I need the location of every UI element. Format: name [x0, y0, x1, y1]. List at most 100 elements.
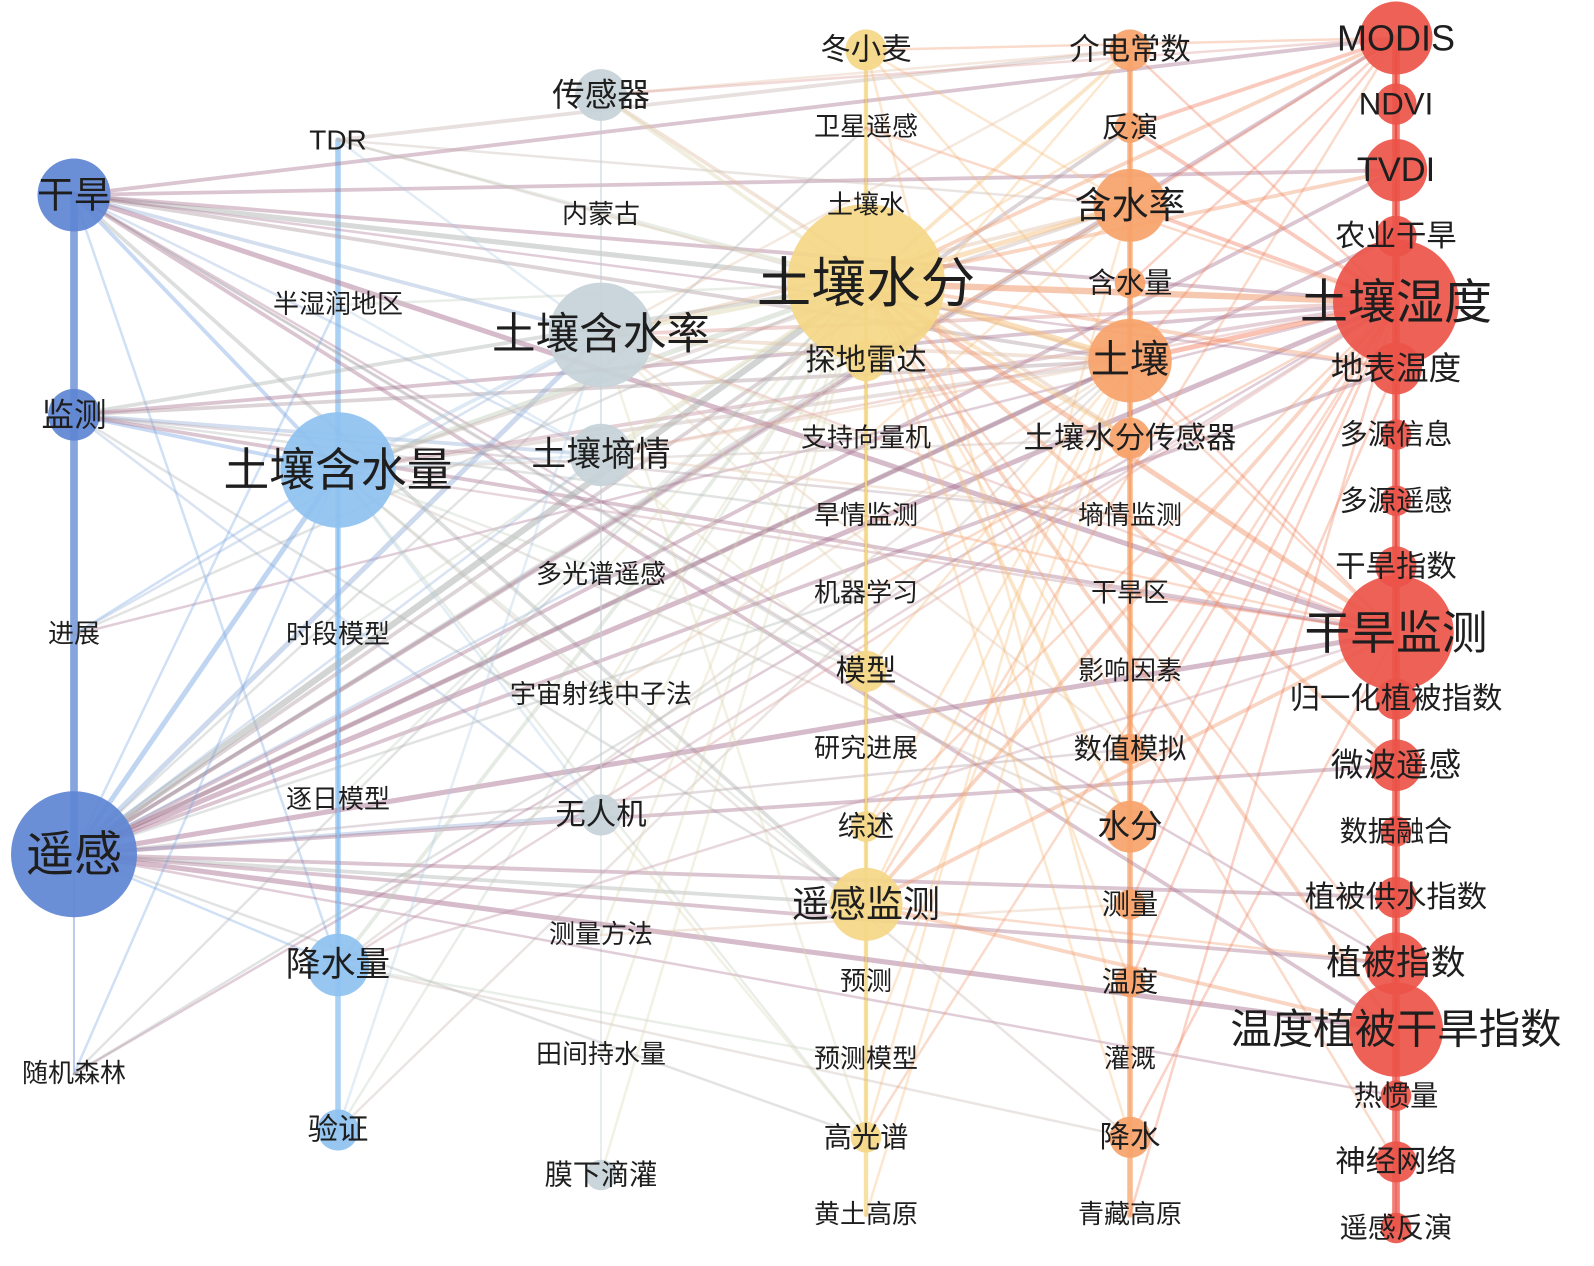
node-c5-7[interactable]	[1380, 485, 1412, 517]
link-c2-3-c5-4	[599, 301, 1398, 457]
node-c3-14[interactable]	[850, 1122, 882, 1153]
node-label-c5-8: 干旱指数	[1335, 549, 1457, 584]
node-label-c5-16: 热惯量	[1354, 1079, 1439, 1112]
node-c5-11[interactable]	[1370, 739, 1422, 792]
node-label-c3-3: 土壤水分	[757, 251, 975, 315]
node-c5-4[interactable]	[1333, 239, 1459, 366]
node-c4-14[interactable]	[1109, 1116, 1151, 1158]
node-c4-2[interactable]	[1093, 168, 1167, 242]
node-label-c4-9: 数值模拟	[1074, 733, 1187, 766]
node-c5-12[interactable]	[1380, 816, 1412, 847]
link-c4-2-c5-0	[1128, 36, 1398, 207]
link-c2-6-c3-14	[599, 813, 868, 1139]
node-c3-10[interactable]	[850, 811, 882, 842]
link-c0-0-c5-4	[72, 193, 1398, 305]
link-c2-8-c3-3	[599, 281, 868, 1057]
node-c5-18[interactable]	[1380, 1212, 1412, 1244]
node-c0-3[interactable]	[11, 791, 137, 918]
node-label-c3-13: 预测模型	[814, 1045, 918, 1075]
node-label-c4-13: 灌溉	[1104, 1045, 1156, 1075]
node-c4-10[interactable]	[1104, 800, 1156, 853]
node-label-c5-10: 归一化植被指数	[1290, 682, 1503, 717]
node-label-c3-4: 探地雷达	[805, 343, 927, 378]
node-c5-13[interactable]	[1375, 876, 1417, 919]
link-c0-3-c5-14	[72, 852, 1398, 966]
link-c0-3-c1-1	[72, 303, 340, 856]
node-c4-3[interactable]	[1114, 267, 1146, 299]
node-label-c5-13: 植被供水指数	[1305, 880, 1487, 915]
node-label-c5-14: 植被指数	[1326, 944, 1465, 984]
node-label-c1-1: 半湿润地区	[273, 290, 403, 320]
node-c4-0[interactable]	[1109, 29, 1151, 71]
link-c1-2-c4-2	[336, 203, 1132, 472]
link-c1-4-c3-3	[336, 281, 868, 802]
link-c0-3-c5-5	[72, 366, 1398, 857]
node-label-c1-0: TDR	[309, 125, 367, 156]
node-label-c5-7: 多源遥感	[1340, 484, 1453, 517]
link-c0-3-c4-2	[72, 203, 1132, 857]
link-c2-0-c5-0	[599, 36, 1398, 97]
node-label-c5-2: TVDI	[1357, 151, 1435, 189]
node-label-c3-9: 研究进展	[814, 734, 918, 764]
node-c4-9[interactable]	[1114, 733, 1146, 765]
node-c5-5[interactable]	[1370, 342, 1422, 395]
link-c0-3-c5-3	[72, 234, 1398, 857]
node-c2-9[interactable]	[585, 1159, 617, 1191]
link-c4-14-c5-9	[1128, 631, 1398, 1139]
node-label-c5-5: 地表温度	[1331, 350, 1461, 388]
link-c0-0-c3-11	[72, 193, 868, 907]
node-c2-6[interactable]	[580, 794, 622, 836]
node-c2-2[interactable]	[548, 282, 654, 388]
node-label-c3-15: 黄土高原	[814, 1200, 918, 1230]
node-label-c3-6: 旱情监测	[814, 501, 918, 531]
node-c4-4[interactable]	[1088, 318, 1172, 403]
node-c5-16[interactable]	[1380, 1080, 1412, 1112]
node-c4-1[interactable]	[1114, 112, 1146, 143]
link-c2-3-c3-8	[599, 453, 868, 673]
node-c5-6[interactable]	[1380, 419, 1412, 450]
node-c3-0[interactable]	[845, 29, 887, 71]
link-c3-15-c4-4	[864, 359, 1132, 1217]
link-c0-3-c3-4	[72, 359, 868, 856]
link-c2-6-c3-3	[599, 281, 868, 817]
node-c5-14[interactable]	[1364, 932, 1428, 995]
node-c0-1[interactable]	[48, 388, 100, 441]
node-c3-11[interactable]	[829, 867, 903, 941]
node-c3-8[interactable]	[845, 650, 887, 692]
node-label-c1-5: 降水量	[286, 945, 390, 985]
node-c4-11[interactable]	[1114, 889, 1146, 920]
link-c0-3-c4-4	[71, 358, 1133, 857]
node-c1-5[interactable]	[306, 933, 370, 997]
node-label-c1-4: 逐日模型	[286, 785, 390, 815]
node-label-c0-3: 遥感	[26, 826, 122, 882]
node-c5-17[interactable]	[1375, 1141, 1417, 1183]
link-c0-3-c4-1	[72, 125, 1132, 857]
link-c0-3-c5-9	[71, 630, 1399, 857]
node-c4-12[interactable]	[1114, 966, 1146, 998]
node-layer	[11, 1, 1459, 1244]
node-c5-0[interactable]	[1359, 1, 1433, 75]
node-c3-3[interactable]	[787, 204, 945, 362]
link-c0-0-c5-14	[72, 193, 1398, 965]
node-c5-9[interactable]	[1338, 575, 1454, 691]
node-c1-2[interactable]	[280, 412, 396, 528]
node-label-c5-6: 多源信息	[1340, 418, 1453, 451]
node-c1-6[interactable]	[317, 1109, 359, 1151]
link-c0-0-c3-3	[71, 192, 869, 286]
node-label-c4-4: 土壤	[1091, 338, 1169, 383]
node-c5-10[interactable]	[1375, 678, 1417, 720]
link-c3-10-c4-4	[864, 359, 1132, 828]
link-c1-2-c4-4	[336, 358, 1132, 472]
node-c4-5[interactable]	[1109, 417, 1151, 459]
link-c0-0-c5-9	[71, 192, 1399, 636]
node-c2-3[interactable]	[569, 423, 633, 487]
node-c2-0[interactable]	[575, 69, 627, 121]
node-c0-0[interactable]	[37, 158, 111, 232]
node-c5-1[interactable]	[1375, 83, 1417, 125]
node-label-c5-3: 农业干旱	[1335, 219, 1457, 254]
node-c5-15[interactable]	[1348, 982, 1444, 1077]
link-c0-2-c3-3	[72, 281, 868, 636]
link-c3-8-c4-10	[864, 670, 1132, 828]
node-c5-2[interactable]	[1364, 139, 1428, 202]
node-c3-4[interactable]	[845, 340, 887, 382]
